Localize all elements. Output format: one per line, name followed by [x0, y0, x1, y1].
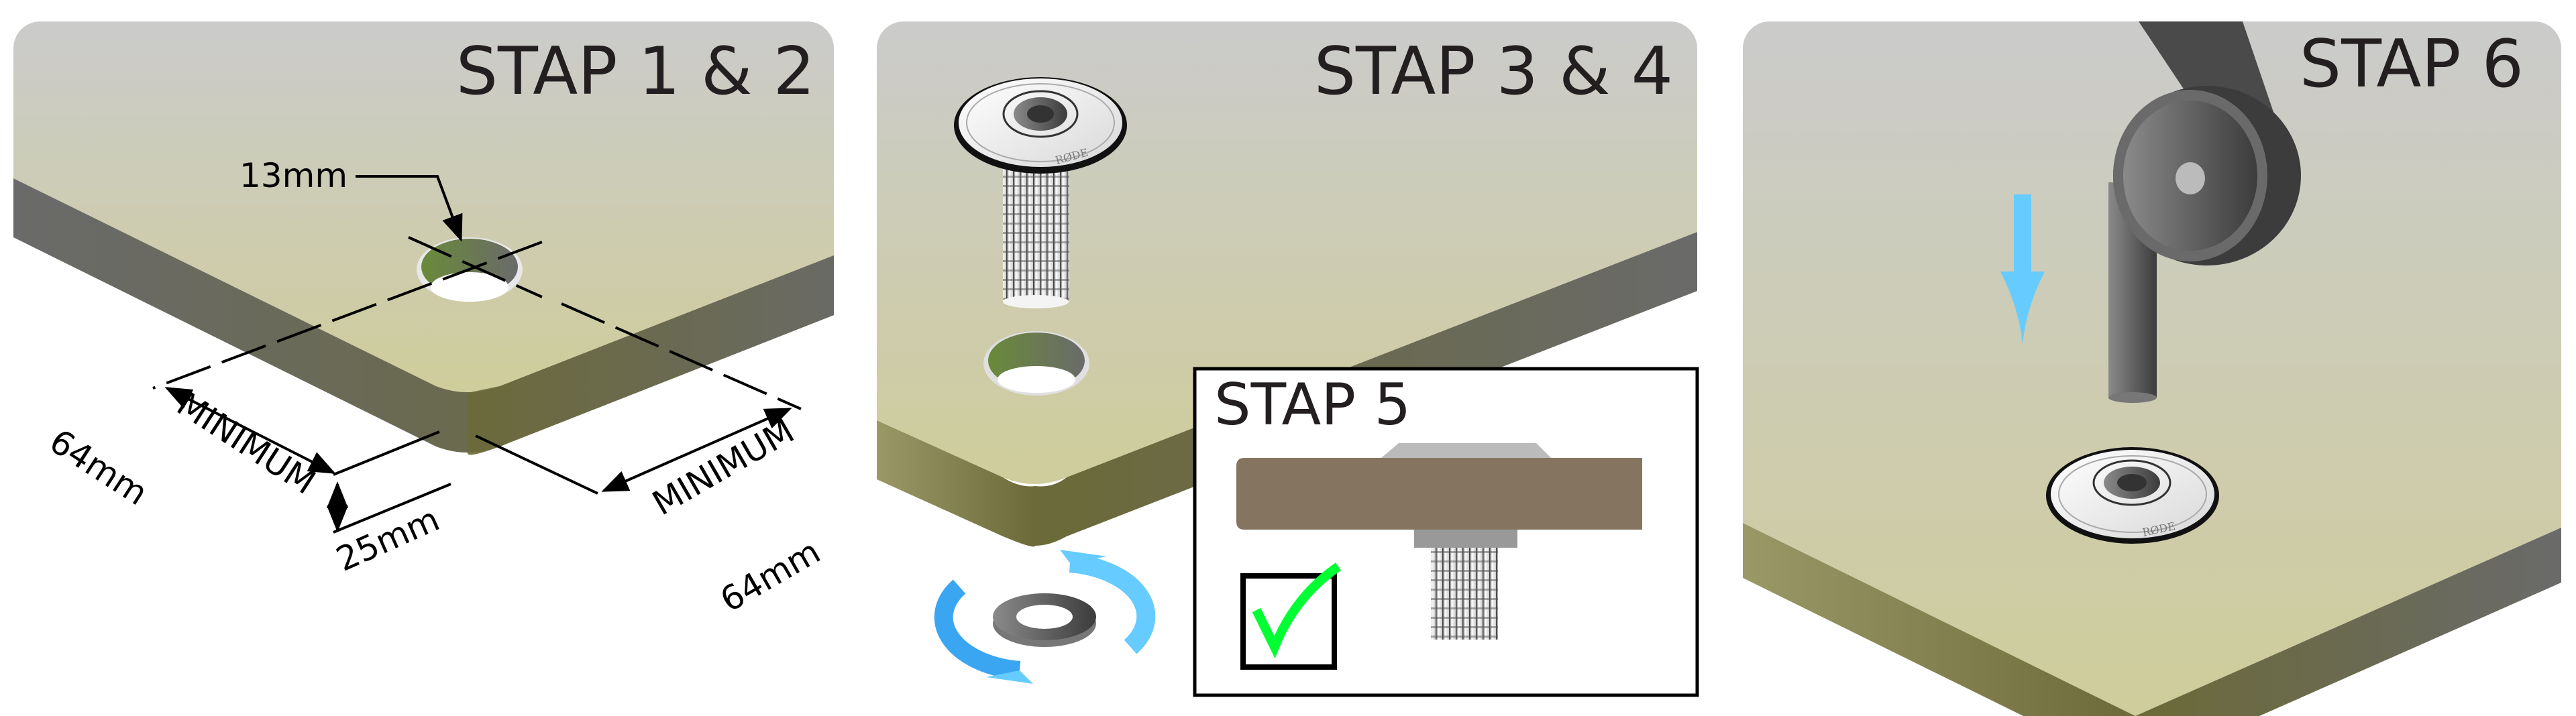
- inset-title: STAP 5: [1214, 371, 1411, 438]
- step-title: STAP 3 & 4: [1314, 34, 1673, 110]
- dim-right-line1: MINIMUM: [646, 412, 801, 524]
- extension-line-right: [561, 302, 802, 410]
- panel-step-3-4: RØDE STAP 5 STAP 3 & 4: [877, 21, 1699, 697]
- bolt-shaft: [1431, 548, 1498, 640]
- step-5-inset: STAP 5: [1193, 367, 1699, 697]
- installed-mount: RØDE: [2046, 447, 2219, 544]
- knurled-washer: [1414, 530, 1517, 548]
- dimension-arrow-right: [601, 408, 792, 492]
- checkbox: [1240, 573, 1337, 670]
- check-icon: [1252, 562, 1341, 659]
- dim-left-line2: 64mm: [43, 422, 155, 513]
- board-corner: [13, 21, 834, 455]
- drill-hole: [983, 331, 1089, 396]
- rotate-washer-illustration: [934, 550, 1156, 684]
- edge-thickness-label: 25mm: [331, 499, 445, 579]
- screw-icon: [2176, 162, 2205, 194]
- dim-left-line1: MINIMUM: [170, 384, 322, 502]
- edge-extension-line: [333, 483, 451, 534]
- step-title: STAP 1 & 2: [456, 34, 815, 110]
- down-arrow-icon: [2000, 194, 2045, 345]
- step-title: STAP 6: [2300, 26, 2524, 103]
- panel-step-1-2: 13mm MINIMUM 64mm MINIMUM 64mm 25mm STAP…: [13, 21, 834, 619]
- extension-line-left: [152, 241, 543, 390]
- dimension-arrow-left: [164, 387, 336, 474]
- panel-step-6: RØDE STAP 6: [1743, 21, 2561, 716]
- rotate-arrow-icon: [934, 579, 1021, 680]
- rotate-arrow-icon: [1069, 554, 1156, 654]
- corner-extension-lines: [333, 430, 598, 495]
- hole-leader-line: [356, 175, 463, 242]
- bolt-head: [1381, 443, 1551, 458]
- dim-right-line2: 64mm: [714, 532, 826, 620]
- hole-diameter-label: 13mm: [239, 156, 347, 195]
- mount-bolt: RØDE: [954, 77, 1127, 308]
- desk-cross-section: [1236, 458, 1642, 530]
